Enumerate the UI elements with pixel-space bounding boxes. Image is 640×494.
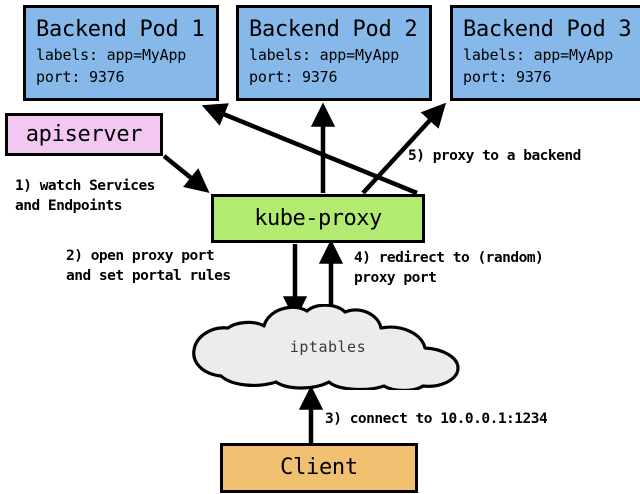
client-label: Client [280, 455, 358, 480]
pod-2-title: Backend Pod 2 [249, 16, 418, 42]
node-backend-pod-2[interactable]: Backend Pod 2 labels: app=MyApp port: 93… [236, 5, 432, 101]
apiserver-label: apiserver [25, 121, 143, 147]
annotation-step-5: 5) proxy to a backend [408, 148, 581, 164]
pod-3-title: Backend Pod 3 [463, 16, 632, 42]
pod-2-labels: labels: app=MyApp [249, 45, 400, 64]
pod-1-labels: labels: app=MyApp [36, 45, 187, 64]
node-iptables-cloud[interactable]: iptables [188, 303, 464, 393]
kube-proxy-label: kube-proxy [254, 205, 382, 231]
edge-kubeproxy-to-pod1 [201, 103, 418, 196]
pod-1-port: port: 9376 [36, 67, 125, 86]
annotation-step-2: 2) open proxy port and set portal rules [66, 248, 231, 284]
node-client[interactable]: Client [220, 443, 418, 493]
pod-3-labels: labels: app=MyApp [463, 45, 614, 64]
edge-apiserver-to-kubeproxy [162, 154, 210, 193]
pod-3-port: port: 9376 [463, 67, 552, 86]
node-backend-pod-1[interactable]: Backend Pod 1 labels: app=MyApp port: 93… [23, 5, 219, 101]
node-apiserver[interactable]: apiserver [5, 113, 163, 156]
annotation-step-4: 4) redirect to (random) proxy port [354, 250, 544, 286]
node-backend-pod-3[interactable]: Backend Pod 3 labels: app=MyApp port: 93… [450, 5, 640, 101]
node-kube-proxy[interactable]: kube-proxy [211, 194, 425, 243]
pod-2-port: port: 9376 [249, 67, 338, 86]
iptables-label: iptables [289, 338, 367, 356]
pod-1-title: Backend Pod 1 [36, 16, 205, 42]
annotation-step-1: 1) watch Services and Endpoints [15, 178, 155, 214]
annotation-step-3: 3) connect to 10.0.0.1:1234 [325, 411, 548, 427]
